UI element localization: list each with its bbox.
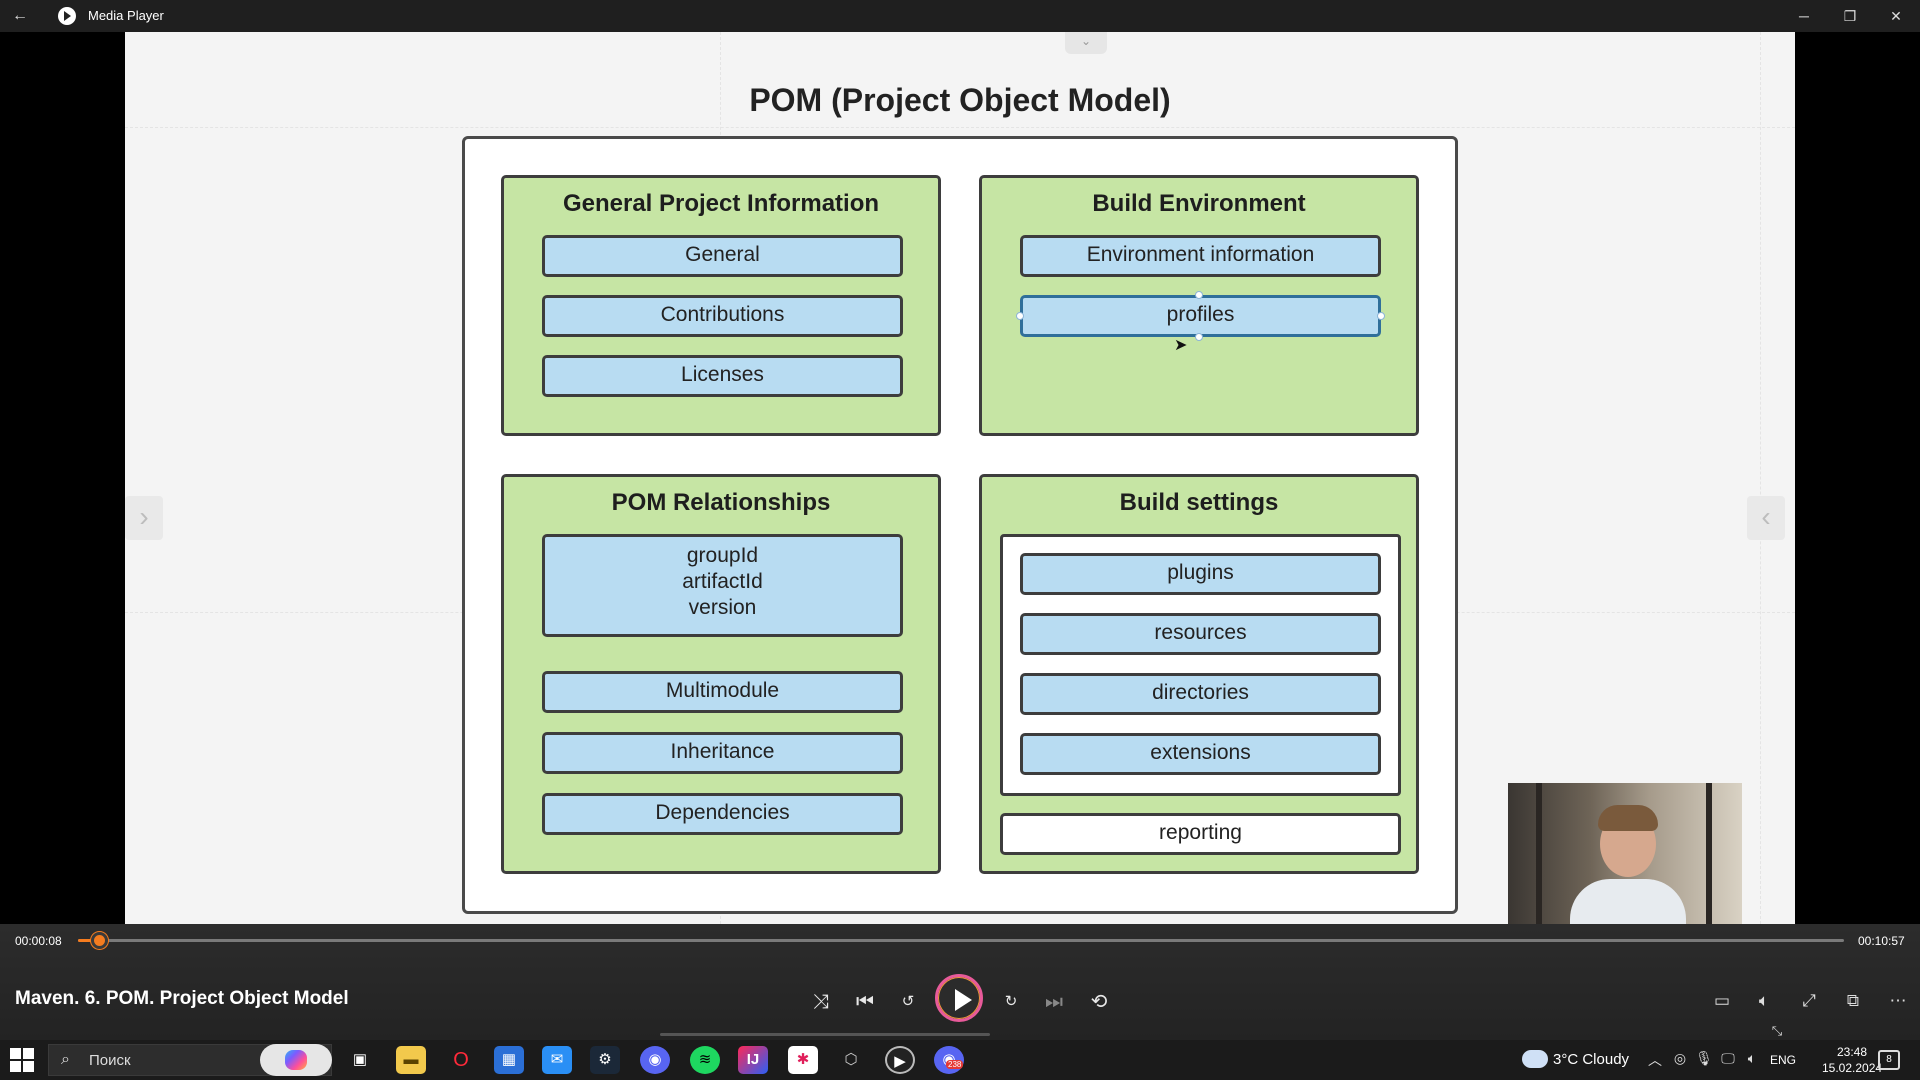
item-licenses: Licenses [542,355,903,397]
next-track-icon[interactable]: ⏭ [1045,991,1063,1013]
opera-icon[interactable]: O [453,1049,469,1071]
shuffle-icon[interactable]: ⤨ [813,991,829,1013]
discord-badge: 238 [946,1060,964,1069]
unity-hub-icon[interactable]: ⬡ [844,1051,858,1068]
volume-icon[interactable]: 🔈︎ [1758,991,1770,1010]
mail-icon[interactable]: ✉ [542,1046,572,1074]
title-bar: ← Media Player ─ ❐ ✕ [0,0,1920,32]
captions-icon[interactable]: ▭ [1713,991,1731,1010]
item-reporting: reporting [1000,813,1401,855]
restore-button[interactable]: ❐ [1843,8,1857,24]
selection-handle [1195,333,1203,341]
intellij-idea-icon[interactable]: IJ [738,1046,768,1074]
mini-player-icon[interactable]: ⧉ [1846,991,1860,1010]
clock-time: 23:48 [1836,1045,1868,1059]
network-icon[interactable]: 🖵︎ [1721,1050,1735,1066]
media-player-app-icon [58,7,76,25]
window-title: Media Player [88,8,164,23]
video-title: Maven. 6. POM. Project Object Model [15,988,349,1009]
panel-build-environment: Build Environment Environment informatio… [979,175,1419,436]
search-placeholder: Поиск [89,1052,131,1069]
tray-app-icon[interactable]: ◎ [1673,1050,1687,1066]
item-profiles: profiles [1020,295,1381,337]
microsoft-store-icon[interactable]: ▦ [494,1046,524,1074]
windows-start-icon[interactable] [10,1048,34,1072]
panel-pom-relationships: POM Relationships groupId artifactId ver… [501,474,941,874]
seek-bar[interactable] [78,939,1844,942]
spotify-icon[interactable]: ≋ [690,1046,720,1074]
selection-handle [1377,312,1385,320]
search-icon: ⌕ [61,1051,70,1068]
seek-progress [78,939,99,942]
steam-icon[interactable]: ⚙ [590,1046,620,1074]
slack-icon[interactable]: ✱ [788,1046,818,1074]
panel-title: Build settings [1119,489,1279,516]
scroll-indicator [660,1033,990,1036]
webcam-overlay [1508,783,1742,949]
item-resources: resources [1020,613,1381,655]
item-coordinates: groupId artifactId version [542,534,903,637]
close-button[interactable]: ✕ [1890,8,1902,24]
seek-thumb[interactable] [91,932,108,949]
next-chevron-icon[interactable]: › [125,496,163,540]
coord-version: version [688,596,757,619]
item-multimodule: Multimodule [542,671,903,713]
play-button[interactable] [935,974,983,1022]
coord-artifactid: artifactId [682,570,763,593]
notification-center-icon[interactable]: 8 [1878,1050,1900,1070]
back-arrow-icon[interactable]: ← [12,7,28,24]
discord-icon[interactable]: ◉ [640,1046,670,1074]
speaker-icon[interactable]: 🔈︎ [1747,1050,1757,1066]
compact-view-icon[interactable]: ⤡ [1771,1023,1783,1038]
more-options-icon[interactable]: ⋯ [1889,991,1907,1010]
cloud-icon[interactable] [1522,1050,1548,1068]
microphone-icon[interactable]: 🎙︎ [1695,1050,1713,1066]
minimize-button[interactable]: ─ [1799,8,1809,24]
current-time: 00:00:08 [15,934,62,948]
mouse-cursor-icon: ➤ [1174,337,1188,354]
item-environment-information: Environment information [1020,235,1381,277]
skip-back-10-icon[interactable]: ↺ [901,993,915,1010]
item-plugins: plugins [1020,553,1381,595]
total-time: 00:10:57 [1858,934,1905,948]
prev-chevron-icon[interactable]: ‹ [1747,496,1785,540]
file-explorer-icon[interactable]: ▬ [396,1046,426,1074]
panel-title: General Project Information [562,190,880,217]
item-general: General [542,235,903,277]
panel-build-settings: Build settings plugins resources directo… [979,474,1419,874]
clock-date: 15.02.2024 [1822,1061,1883,1075]
item-inheritance: Inheritance [542,732,903,774]
fullscreen-icon[interactable]: ⤢ [1802,991,1816,1010]
item-dependencies: Dependencies [542,793,903,835]
selection-handle [1016,312,1024,320]
slide-title: POM (Project Object Model) [749,82,1171,118]
item-contributions: Contributions [542,295,903,337]
tray-overflow-chevron-icon[interactable]: ︿ [1648,1052,1662,1068]
video-frame[interactable]: ⌄ POM (Project Object Model) General Pro… [125,32,1795,924]
panel-title: POM Relationships [611,489,831,516]
selection-handle [1195,291,1203,299]
previous-track-icon[interactable]: ⏮ [856,991,874,1013]
clock[interactable]: 23:48 15.02.2024 [1822,1044,1882,1076]
weather-text[interactable]: 3°C Cloudy [1553,1051,1630,1068]
skip-forward-30-icon[interactable]: ↻ [1004,993,1018,1010]
media-player-taskbar-icon[interactable]: ▶ [885,1046,915,1074]
panel-general-project-information: General Project Information General Cont… [501,175,941,436]
repeat-off-icon[interactable]: ⟲ [1090,991,1108,1013]
item-extensions: extensions [1020,733,1381,775]
collapse-chevron-icon: ⌄ [1065,32,1107,54]
item-directories: directories [1020,673,1381,715]
coord-groupid: groupId [686,544,759,567]
panel-title: Build Environment [1092,190,1306,217]
task-view-icon[interactable]: ▣ [352,1051,368,1068]
language-indicator[interactable]: ENG [1770,1053,1797,1067]
copilot-icon[interactable] [260,1044,332,1076]
